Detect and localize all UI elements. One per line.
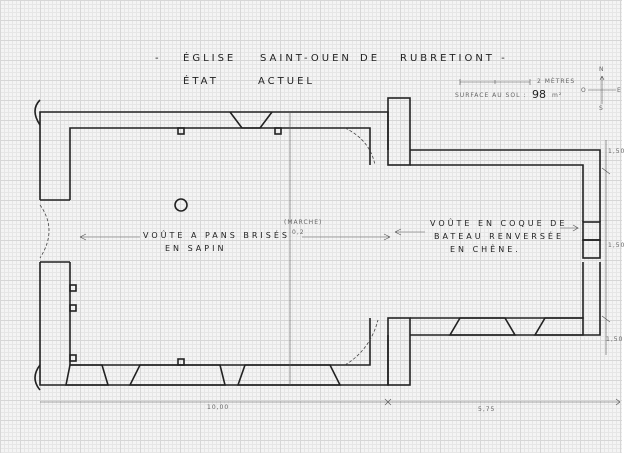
choir-arch-pillar-top: [387, 97, 411, 166]
choir-window-east: [582, 221, 601, 241]
dimension-right-mid: 1,50: [608, 242, 626, 249]
window: [128, 364, 227, 386]
choir-vault-text-1: VOÛTE EN COQUE DE: [430, 219, 568, 228]
step-note: (MARCHE): [284, 219, 323, 226]
title-etat: ÉTAT: [183, 76, 219, 87]
scale-bar: [459, 79, 531, 85]
surface-label: SURFACE AU SOL :: [455, 92, 527, 99]
compass-o: O: [581, 87, 587, 94]
arrow-nave: [79, 233, 391, 241]
dimension-line: [40, 398, 621, 406]
compass-n: N: [599, 66, 605, 73]
window: [236, 364, 342, 386]
arrow-choir: [394, 224, 580, 236]
door-arc: [39, 204, 50, 259]
step-value: 0,2: [292, 229, 305, 236]
window: [229, 111, 273, 129]
door-arc: [344, 127, 376, 166]
title-dash: -: [155, 53, 162, 64]
compass-e: E: [617, 87, 622, 94]
title-church: ÉGLISE: [183, 53, 237, 64]
door-arc: [344, 319, 379, 366]
nave-vault-text-2: EN SAPIN: [165, 244, 227, 253]
title-de: DE: [360, 53, 381, 64]
title-actuel: ACTUEL: [258, 76, 315, 87]
compass: [588, 75, 616, 104]
dimension-choir: 5,75: [478, 406, 496, 413]
choir-wall: [410, 149, 601, 336]
graph-paper: [0, 0, 622, 453]
title-place: RUBRETIONT -: [400, 53, 508, 64]
surface-unit: m²: [552, 92, 563, 99]
window: [533, 317, 584, 336]
choir-vault-text-2: BATEAU RENVERSÉE: [434, 232, 565, 241]
surface-value: 98: [532, 88, 546, 101]
window: [65, 364, 110, 386]
choir-vault-text-3: EN CHÊNE.: [450, 245, 521, 254]
nave-vault-text-1: VOÛTE A PANS BRISÉS: [143, 231, 290, 240]
title-name: SAINT-OUEN: [260, 53, 352, 64]
compass-s: S: [599, 105, 604, 112]
scale-label: 2 MÈTRES: [537, 78, 576, 85]
pillar-column: [174, 198, 188, 212]
window: [448, 317, 517, 336]
dimension-right-bottom: 1,50: [606, 336, 624, 343]
dimension-right-top: 1,50: [608, 148, 626, 155]
dimension-nave: 10,00: [207, 404, 230, 411]
choir-arch-pillar-bottom: [387, 317, 411, 386]
